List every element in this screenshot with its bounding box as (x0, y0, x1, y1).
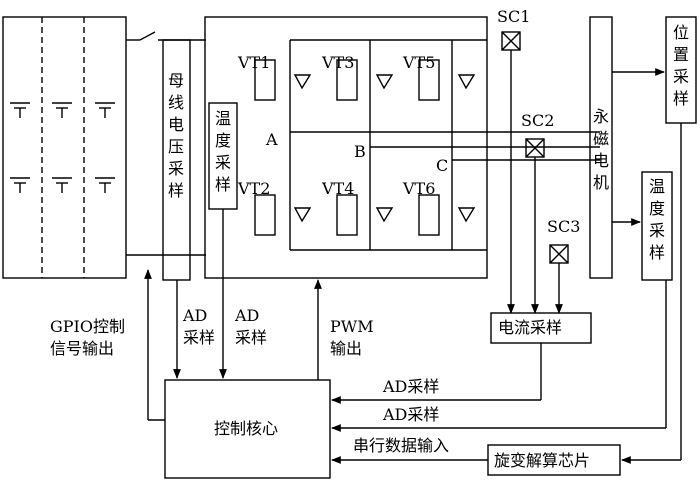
resolver-chip-label: 旋变解算芯片 (494, 451, 591, 470)
vt5-label: VT5 (403, 53, 436, 72)
motor-box (589, 16, 613, 279)
phase-a-label: A (266, 130, 278, 149)
sc3-label: SC3 (547, 217, 581, 236)
sc1-label: SC1 (497, 7, 531, 26)
vt3-label: VT3 (322, 53, 355, 72)
battery-block (2, 16, 127, 279)
vt1-label: VT1 (238, 53, 271, 72)
vt4-label: VT4 (322, 179, 355, 198)
phase-c-label: C (436, 156, 449, 175)
ad-temp-right-label: AD采样 (383, 405, 440, 424)
ad-bus-label: AD采样 (183, 306, 216, 347)
control-core-label: 控制核心 (214, 419, 279, 438)
temp-sample-left-label: 温度采样 (214, 109, 231, 194)
vt6-label: VT6 (403, 179, 436, 198)
pwm-output-label: PWM输出 (330, 317, 374, 358)
vt2-label: VT2 (238, 179, 271, 198)
current-sample-label: 电流采样 (498, 318, 563, 337)
phase-b-label: B (354, 142, 366, 161)
position-sample-label: 位置采样 (672, 23, 689, 108)
temp-sample-right-label: 温度采样 (648, 177, 665, 262)
bus-voltage-label: 母线电压采样 (167, 71, 184, 200)
control-core-box (164, 379, 331, 479)
serial-input-label: 串行数据输入 (353, 436, 450, 455)
sc2-label: SC2 (521, 111, 555, 130)
switch-symbols (254, 59, 476, 236)
battery-cells (10, 102, 115, 193)
ad-temp-left-label: AD采样 (235, 306, 268, 347)
gpio-signal-label: GPIO控制信号输出 (50, 317, 125, 358)
motor-label: 永磁电机 (592, 107, 609, 192)
temp-sample-right-box (641, 171, 673, 281)
ad-current-label: AD采样 (383, 377, 440, 396)
